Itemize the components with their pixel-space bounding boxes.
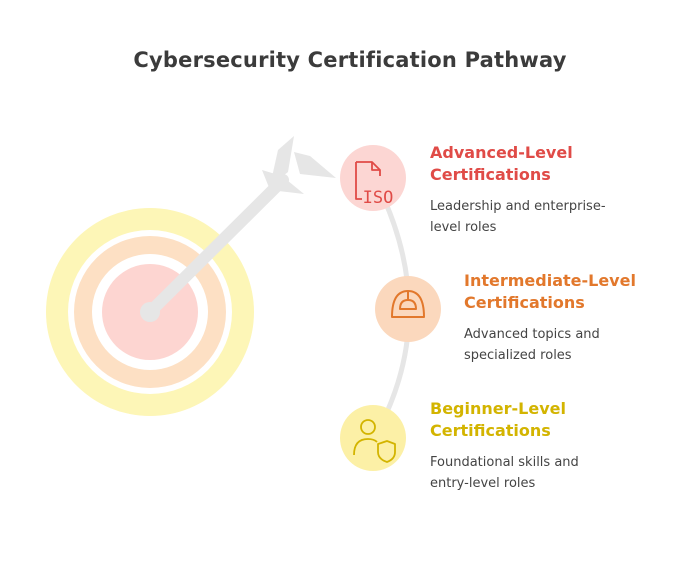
iso-label: ISO [363,188,394,208]
intermediate-desc-line1: Advanced topics and [464,327,600,342]
advanced-title-line2: Certifications [430,165,551,184]
advanced-desc-line1: Leadership and enterprise- [430,199,606,214]
beginner-title-line1: Beginner-Level [430,399,566,418]
intermediate-title-line1: Intermediate-Level [464,271,636,290]
page-title: Cybersecurity Certification Pathway [133,48,567,72]
advanced-level-description: Leadership and enterprise- level roles [430,196,606,238]
advanced-level-title: Advanced-Level Certifications [430,142,606,186]
helmet-icon [391,290,425,318]
intermediate-desc-line2: specialized roles [464,348,572,363]
beginner-level-description: Foundational skills and entry-level role… [430,452,579,494]
intermediate-level: Intermediate-Level Certifications Advanc… [464,270,636,366]
intermediate-title-line2: Certifications [464,293,585,312]
intermediate-icon-node [375,276,441,342]
intermediate-level-title: Intermediate-Level Certifications [464,270,636,314]
advanced-icon-node: ISO [340,145,406,211]
beginner-desc-line2: entry-level roles [430,476,536,491]
intermediate-level-description: Advanced topics and specialized roles [464,324,636,366]
beginner-desc-line1: Foundational skills and [430,455,579,470]
beginner-level-title: Beginner-Level Certifications [430,398,579,442]
advanced-title-line1: Advanced-Level [430,143,573,162]
user-shield-icon [353,419,396,463]
advanced-desc-line2: level roles [430,220,497,235]
advanced-level: Advanced-Level Certifications Leadership… [430,142,606,238]
beginner-icon-node [340,405,406,471]
arrow-icon [140,136,336,322]
iso-document-icon [355,161,381,200]
beginner-title-line2: Certifications [430,421,551,440]
beginner-level: Beginner-Level Certifications Foundation… [430,398,579,494]
